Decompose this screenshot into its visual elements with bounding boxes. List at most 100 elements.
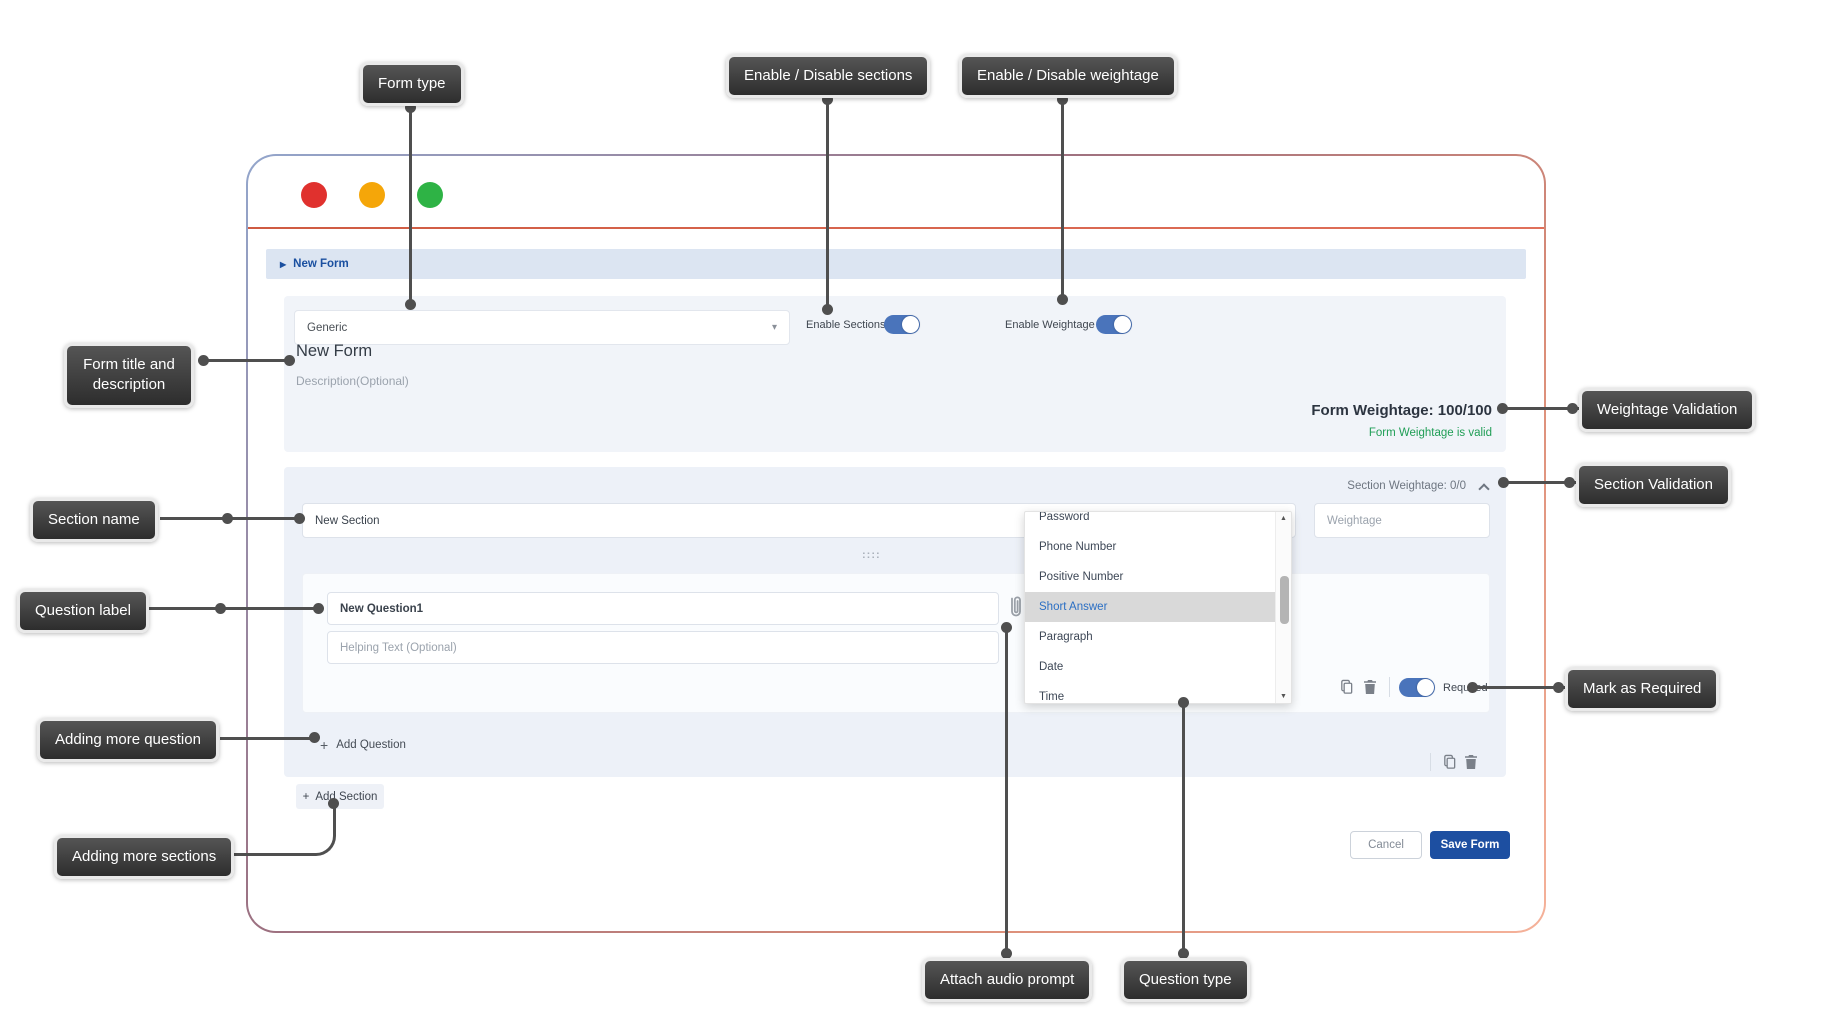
connector-dot <box>1567 403 1578 414</box>
copy-question-icon[interactable] <box>1339 679 1354 700</box>
callout-adding-more-sections: Adding more sections <box>54 835 235 880</box>
add-section-label: Add Section <box>315 790 378 803</box>
callout-adding-more-question: Adding more question <box>37 718 219 763</box>
delete-section-icon[interactable] <box>1464 754 1478 775</box>
connector-dot <box>1467 682 1478 693</box>
callout-attach-audio-prompt: Attach audio prompt <box>922 958 1093 1003</box>
connector-line <box>1503 481 1576 484</box>
chevron-up-icon[interactable] <box>1478 483 1490 495</box>
caret-down-icon: ▾ <box>771 322 777 333</box>
form-description-input[interactable] <box>296 374 996 388</box>
connector-dot <box>405 102 416 113</box>
connector-line <box>1005 624 1008 958</box>
form-weightage-summary: Form Weightage: 100/100 <box>1311 402 1492 419</box>
browser-window-frame: ▶ New Form Generic ▾ Enable Sections Ena… <box>246 154 1546 933</box>
enable-sections-label: Enable Sections <box>806 319 886 331</box>
dropdown-item-positive-number[interactable]: Positive Number <box>1039 571 1124 583</box>
add-question-button[interactable]: + Add Question <box>320 737 406 753</box>
enable-weightage-toggle[interactable] <box>1096 315 1132 334</box>
breadcrumb-arrow-icon: ▶ <box>280 259 287 269</box>
connector-dot <box>313 603 324 614</box>
scroll-up-icon[interactable]: ▲ <box>1280 515 1287 522</box>
plus-icon: + <box>320 737 329 753</box>
connector-line <box>148 607 321 610</box>
connector-dot <box>284 355 295 366</box>
connector-dot <box>309 732 320 743</box>
connector-line <box>409 104 412 305</box>
connector-dot <box>1057 294 1068 305</box>
connector-dot <box>405 299 416 310</box>
connector-line <box>1500 407 1579 410</box>
dropdown-item-phone-number[interactable]: Phone Number <box>1039 541 1117 553</box>
connector-dot <box>1001 948 1012 959</box>
browser-window: ▶ New Form Generic ▾ Enable Sections Ena… <box>248 156 1544 931</box>
callout-question-type: Question type <box>1121 958 1250 1003</box>
callout-section-name: Section name <box>30 498 158 543</box>
connector-dot <box>1553 682 1564 693</box>
enable-weightage-label: Enable Weightage <box>1005 319 1095 331</box>
form-title-input[interactable] <box>296 342 996 361</box>
connector-dot <box>1497 403 1508 414</box>
connector-dot <box>822 304 833 315</box>
breadcrumb: ▶ New Form <box>266 249 1526 279</box>
save-form-button[interactable]: Save Form <box>1430 831 1510 859</box>
section-weightage-summary: Section Weightage: 0/0 <box>1347 480 1466 492</box>
connector-line <box>233 803 336 856</box>
form-type-value: Generic <box>307 321 348 334</box>
connector-line <box>1182 700 1185 958</box>
plus-icon: + <box>302 790 310 803</box>
connector-dot <box>822 94 833 105</box>
connector-dot <box>328 798 339 809</box>
connector-line <box>826 96 829 310</box>
callout-form-title-and-description: Form title and description <box>64 343 194 408</box>
dropdown-item-paragraph[interactable]: Paragraph <box>1039 631 1093 643</box>
section-panel: Section Weightage: 0/0 :::: <box>284 467 1506 777</box>
required-toggle[interactable] <box>1399 678 1435 697</box>
form-type-select[interactable]: Generic ▾ <box>294 310 790 345</box>
connector-dot <box>1178 697 1189 708</box>
cancel-button[interactable]: Cancel <box>1350 831 1422 859</box>
dropdown-item-time[interactable]: Time <box>1039 691 1065 703</box>
connector-line <box>220 737 316 740</box>
enable-sections-toggle[interactable] <box>884 315 920 334</box>
delete-question-icon[interactable] <box>1363 679 1377 700</box>
window-close-button[interactable] <box>301 182 327 208</box>
connector-dot <box>1057 94 1068 105</box>
connector-dot <box>215 603 226 614</box>
connector-dot <box>1564 477 1575 488</box>
callout-enable-disable-weightage: Enable / Disable weightage <box>959 54 1177 99</box>
connector-line <box>200 359 292 362</box>
dropdown-scrollbar[interactable]: ▲ ▼ <box>1275 512 1291 703</box>
section-weightage-input[interactable] <box>1314 503 1490 538</box>
connector-dot <box>1178 948 1189 959</box>
helping-text-input[interactable] <box>327 631 999 664</box>
callout-section-validation: Section Validation <box>1576 463 1731 508</box>
breadcrumb-label: New Form <box>293 258 349 270</box>
add-question-label: Add Question <box>336 739 406 751</box>
copy-section-icon[interactable] <box>1442 754 1457 775</box>
question-footer-divider <box>1389 677 1390 697</box>
scroll-down-icon[interactable]: ▼ <box>1280 693 1287 700</box>
window-minimize-button[interactable] <box>359 182 385 208</box>
connector-line <box>1061 96 1064 300</box>
callout-enable-disable-sections: Enable / Disable sections <box>726 54 931 99</box>
attach-audio-paperclip-icon[interactable] <box>1005 594 1027 625</box>
dropdown-item-short-answer[interactable]: Short Answer <box>1025 592 1275 622</box>
dropdown-item-date[interactable]: Date <box>1039 661 1064 673</box>
window-maximize-button[interactable] <box>417 182 443 208</box>
callout-weightage-validation: Weightage Validation <box>1579 388 1756 433</box>
add-section-button[interactable]: + Add Section <box>296 784 384 809</box>
form-weightage-valid-message: Form Weightage is valid <box>1368 427 1492 439</box>
connector-line <box>1472 686 1565 689</box>
window-header-divider <box>248 227 1544 229</box>
question-card: Required <box>302 573 1490 713</box>
connector-dot <box>222 513 233 524</box>
form-panel: Generic ▾ Enable Sections Enable Weighta… <box>284 296 1506 452</box>
dropdown-item-password[interactable]: Password <box>1039 511 1090 523</box>
question-label-input[interactable] <box>327 592 999 625</box>
connector-dot <box>1001 622 1012 633</box>
callout-form-type: Form type <box>360 62 464 107</box>
scrollbar-thumb[interactable] <box>1280 576 1289 624</box>
drag-handle-icon[interactable]: :::: <box>862 549 881 561</box>
question-type-dropdown: Password Phone Number Positive Number Sh… <box>1024 511 1292 704</box>
